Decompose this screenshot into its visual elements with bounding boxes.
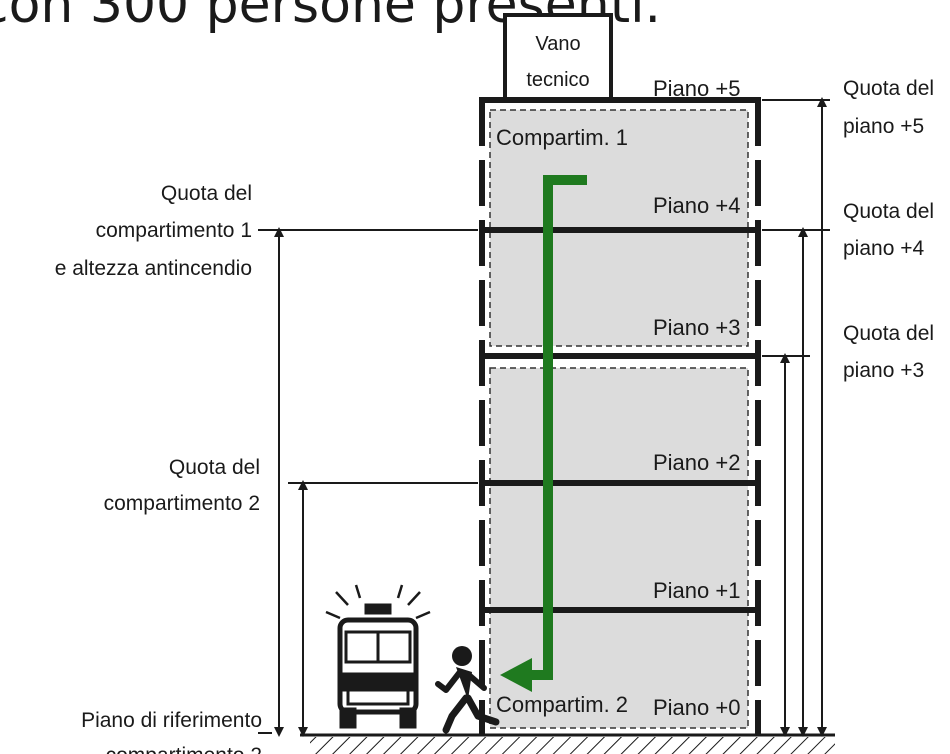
right-dimension-lines: [762, 97, 830, 737]
left-label-ref-line2: compartimento 2: [106, 744, 262, 754]
floor-label-p1: Piano +1: [653, 578, 740, 603]
technical-room-label-line2: tecnico: [526, 69, 589, 91]
right-label-p3-line2: piano +3: [843, 359, 924, 382]
left-label-c1-line1: Quota del: [161, 182, 252, 205]
compartment-2-label: Compartim. 2: [496, 692, 628, 717]
right-label-p4-line2: piano +4: [843, 237, 924, 260]
right-label-p5-line2: piano +5: [843, 115, 924, 138]
floor-label-p4: Piano +4: [653, 193, 740, 218]
floor-label-p0: Piano +0: [653, 695, 740, 720]
technical-room-label-line1: Vano: [535, 33, 580, 55]
left-label-c1-line3: e altezza antincendio: [55, 257, 252, 280]
right-label-p4-line1: Quota del: [843, 200, 934, 223]
technical-room: [503, 13, 613, 103]
compartment-2-area: [489, 367, 749, 729]
floor-label-p2: Piano +2: [653, 450, 740, 475]
running-person-icon: [435, 646, 500, 734]
ground: [300, 733, 835, 754]
left-dimension-lines: [258, 227, 478, 737]
left-label-ref-line1: Piano di riferimento: [81, 709, 262, 732]
right-label-p3-line1: Quota del: [843, 322, 934, 345]
floor-label-p3: Piano +3: [653, 315, 740, 340]
fire-truck-icon: [325, 584, 431, 729]
right-label-p5-line1: Quota del: [843, 77, 934, 100]
floor-label-p5: Piano +5: [653, 76, 740, 101]
evacuation-route-arrow: [500, 175, 587, 692]
floor-slabs: [479, 97, 761, 613]
building-walls: [479, 100, 761, 735]
left-label-c1-line2: compartimento 1: [96, 219, 252, 242]
compartment-1-label: Compartim. 1: [496, 125, 628, 150]
left-label-c2-line1: Quota del: [169, 456, 260, 479]
left-label-c2-line2: compartimento 2: [104, 492, 260, 515]
